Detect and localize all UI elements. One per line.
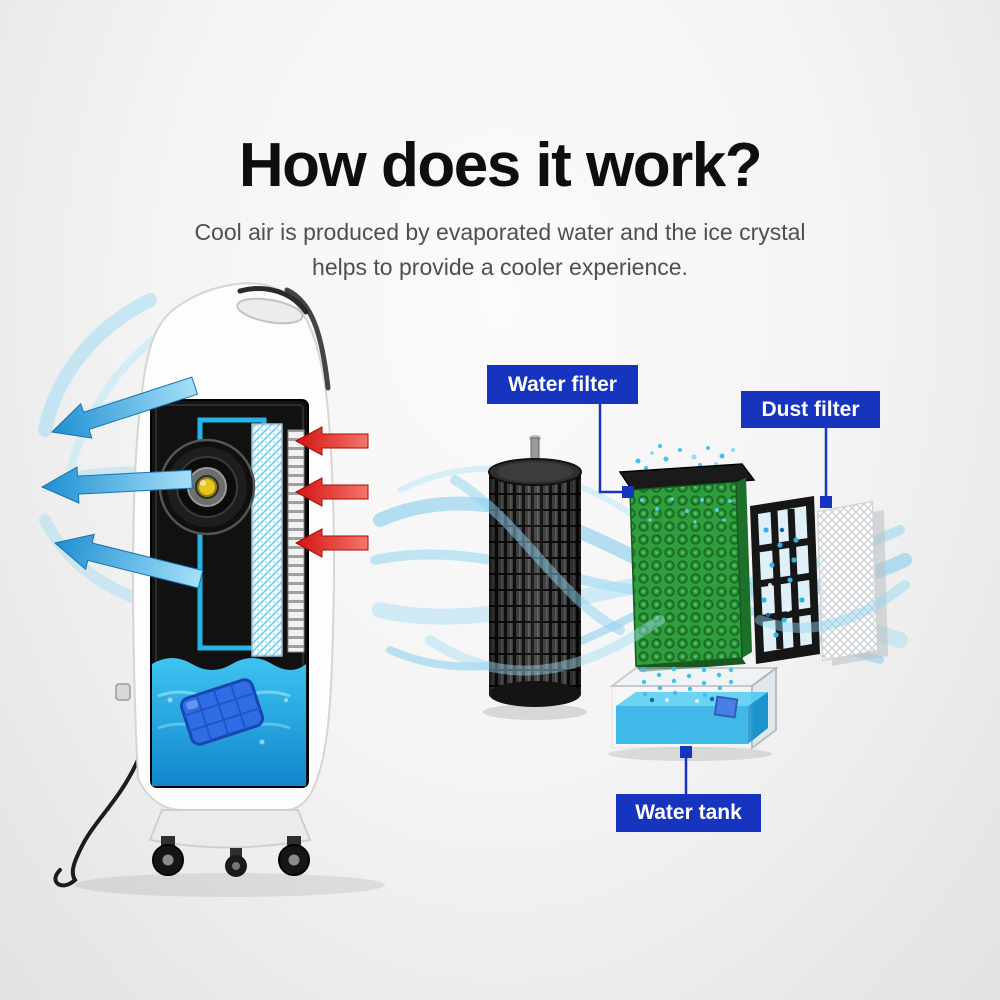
dust-filter-label: Dust filter — [741, 391, 880, 428]
page-title: How does it work? — [238, 131, 763, 200]
fan — [158, 438, 256, 536]
dust-specks — [761, 527, 805, 638]
subtitle-line-2: helps to provide a cooler experience. — [312, 254, 688, 280]
air-cooler-cutaway — [53, 282, 385, 897]
ice-pack — [179, 678, 265, 746]
tank-ice-cube — [713, 695, 739, 719]
pad-trickle-dots — [640, 497, 732, 524]
subtitle-line-1: Cool air is produced by evaporated water… — [194, 219, 806, 245]
water-tank-label: Water tank — [616, 794, 761, 832]
floor-shadow — [75, 873, 385, 897]
side-knob — [115, 683, 131, 701]
label-leader-lines — [598, 404, 832, 794]
honeycomb-evaporative-pad — [618, 444, 756, 672]
power-cord — [53, 758, 140, 888]
crossing-stream — [450, 475, 625, 635]
mesh-filter — [816, 500, 888, 666]
header: How does it work? Cool air is produced b… — [0, 130, 1000, 285]
internal-water-tank — [152, 658, 306, 786]
airflow-streams-front — [425, 580, 910, 676]
warm-air-arrows — [294, 426, 369, 558]
carbon-filter-cylinder — [483, 435, 587, 720]
body-edge-accent — [284, 287, 331, 391]
drip-dots — [641, 666, 734, 703]
evaporative-filter-strip — [251, 423, 283, 657]
dust-filter-frame — [750, 496, 820, 664]
casters — [152, 836, 310, 877]
water-filter-label: Water filter — [487, 365, 638, 404]
fan-hub — [197, 477, 217, 497]
carry-handle — [236, 297, 304, 325]
cool-air-arrows — [40, 376, 204, 589]
handle-edge — [237, 286, 309, 315]
